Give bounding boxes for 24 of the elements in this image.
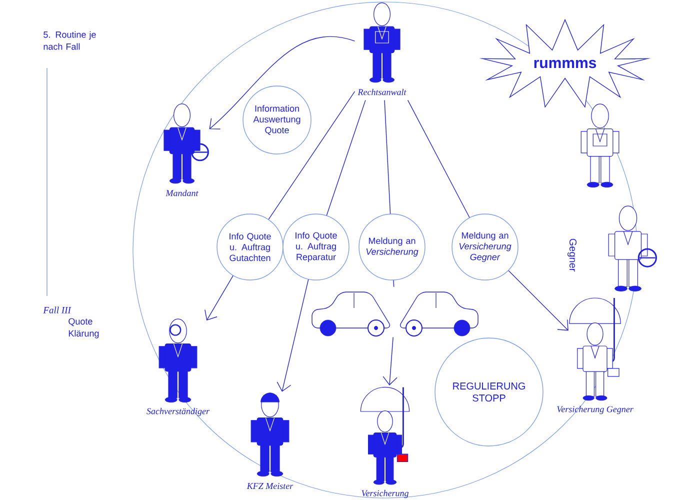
arrow	[508, 270, 568, 331]
car-crash-drawing	[312, 292, 478, 336]
arrow	[382, 336, 398, 386]
person-caption: Versicherung Gegner	[557, 406, 634, 414]
arrow	[276, 279, 309, 392]
circle-node: Meldung an Versicherung	[358, 214, 426, 280]
note-text: Quote Klärung	[68, 318, 99, 338]
vertical-label: Gegner	[567, 238, 577, 272]
person-caption: Rechtsanwalt	[358, 88, 406, 96]
arrow	[209, 36, 356, 130]
circle-node: Info Quote u. Auftrag Gutachten	[216, 214, 284, 280]
person-caption: KFZ Meister	[246, 482, 294, 490]
person-caption: Mandant	[166, 190, 198, 196]
person-drawing	[580, 104, 620, 188]
circle-node: Info Quote u. Auftrag Reparatur	[282, 214, 350, 280]
person-drawing	[608, 206, 657, 292]
note-text: Fall III	[43, 306, 72, 314]
circle-node: REGULIERUNG STOPP	[434, 338, 544, 446]
arrow	[204, 275, 234, 321]
person-caption: Sachverständiger	[146, 408, 210, 416]
note-text: 5. Routine je nach Fall	[44, 31, 96, 50]
circle-node: Information Auswertung Quote	[242, 86, 312, 154]
person-caption: Versicherung	[362, 490, 408, 498]
circle-node: Meldung an Versicherung Gegner	[452, 214, 518, 280]
